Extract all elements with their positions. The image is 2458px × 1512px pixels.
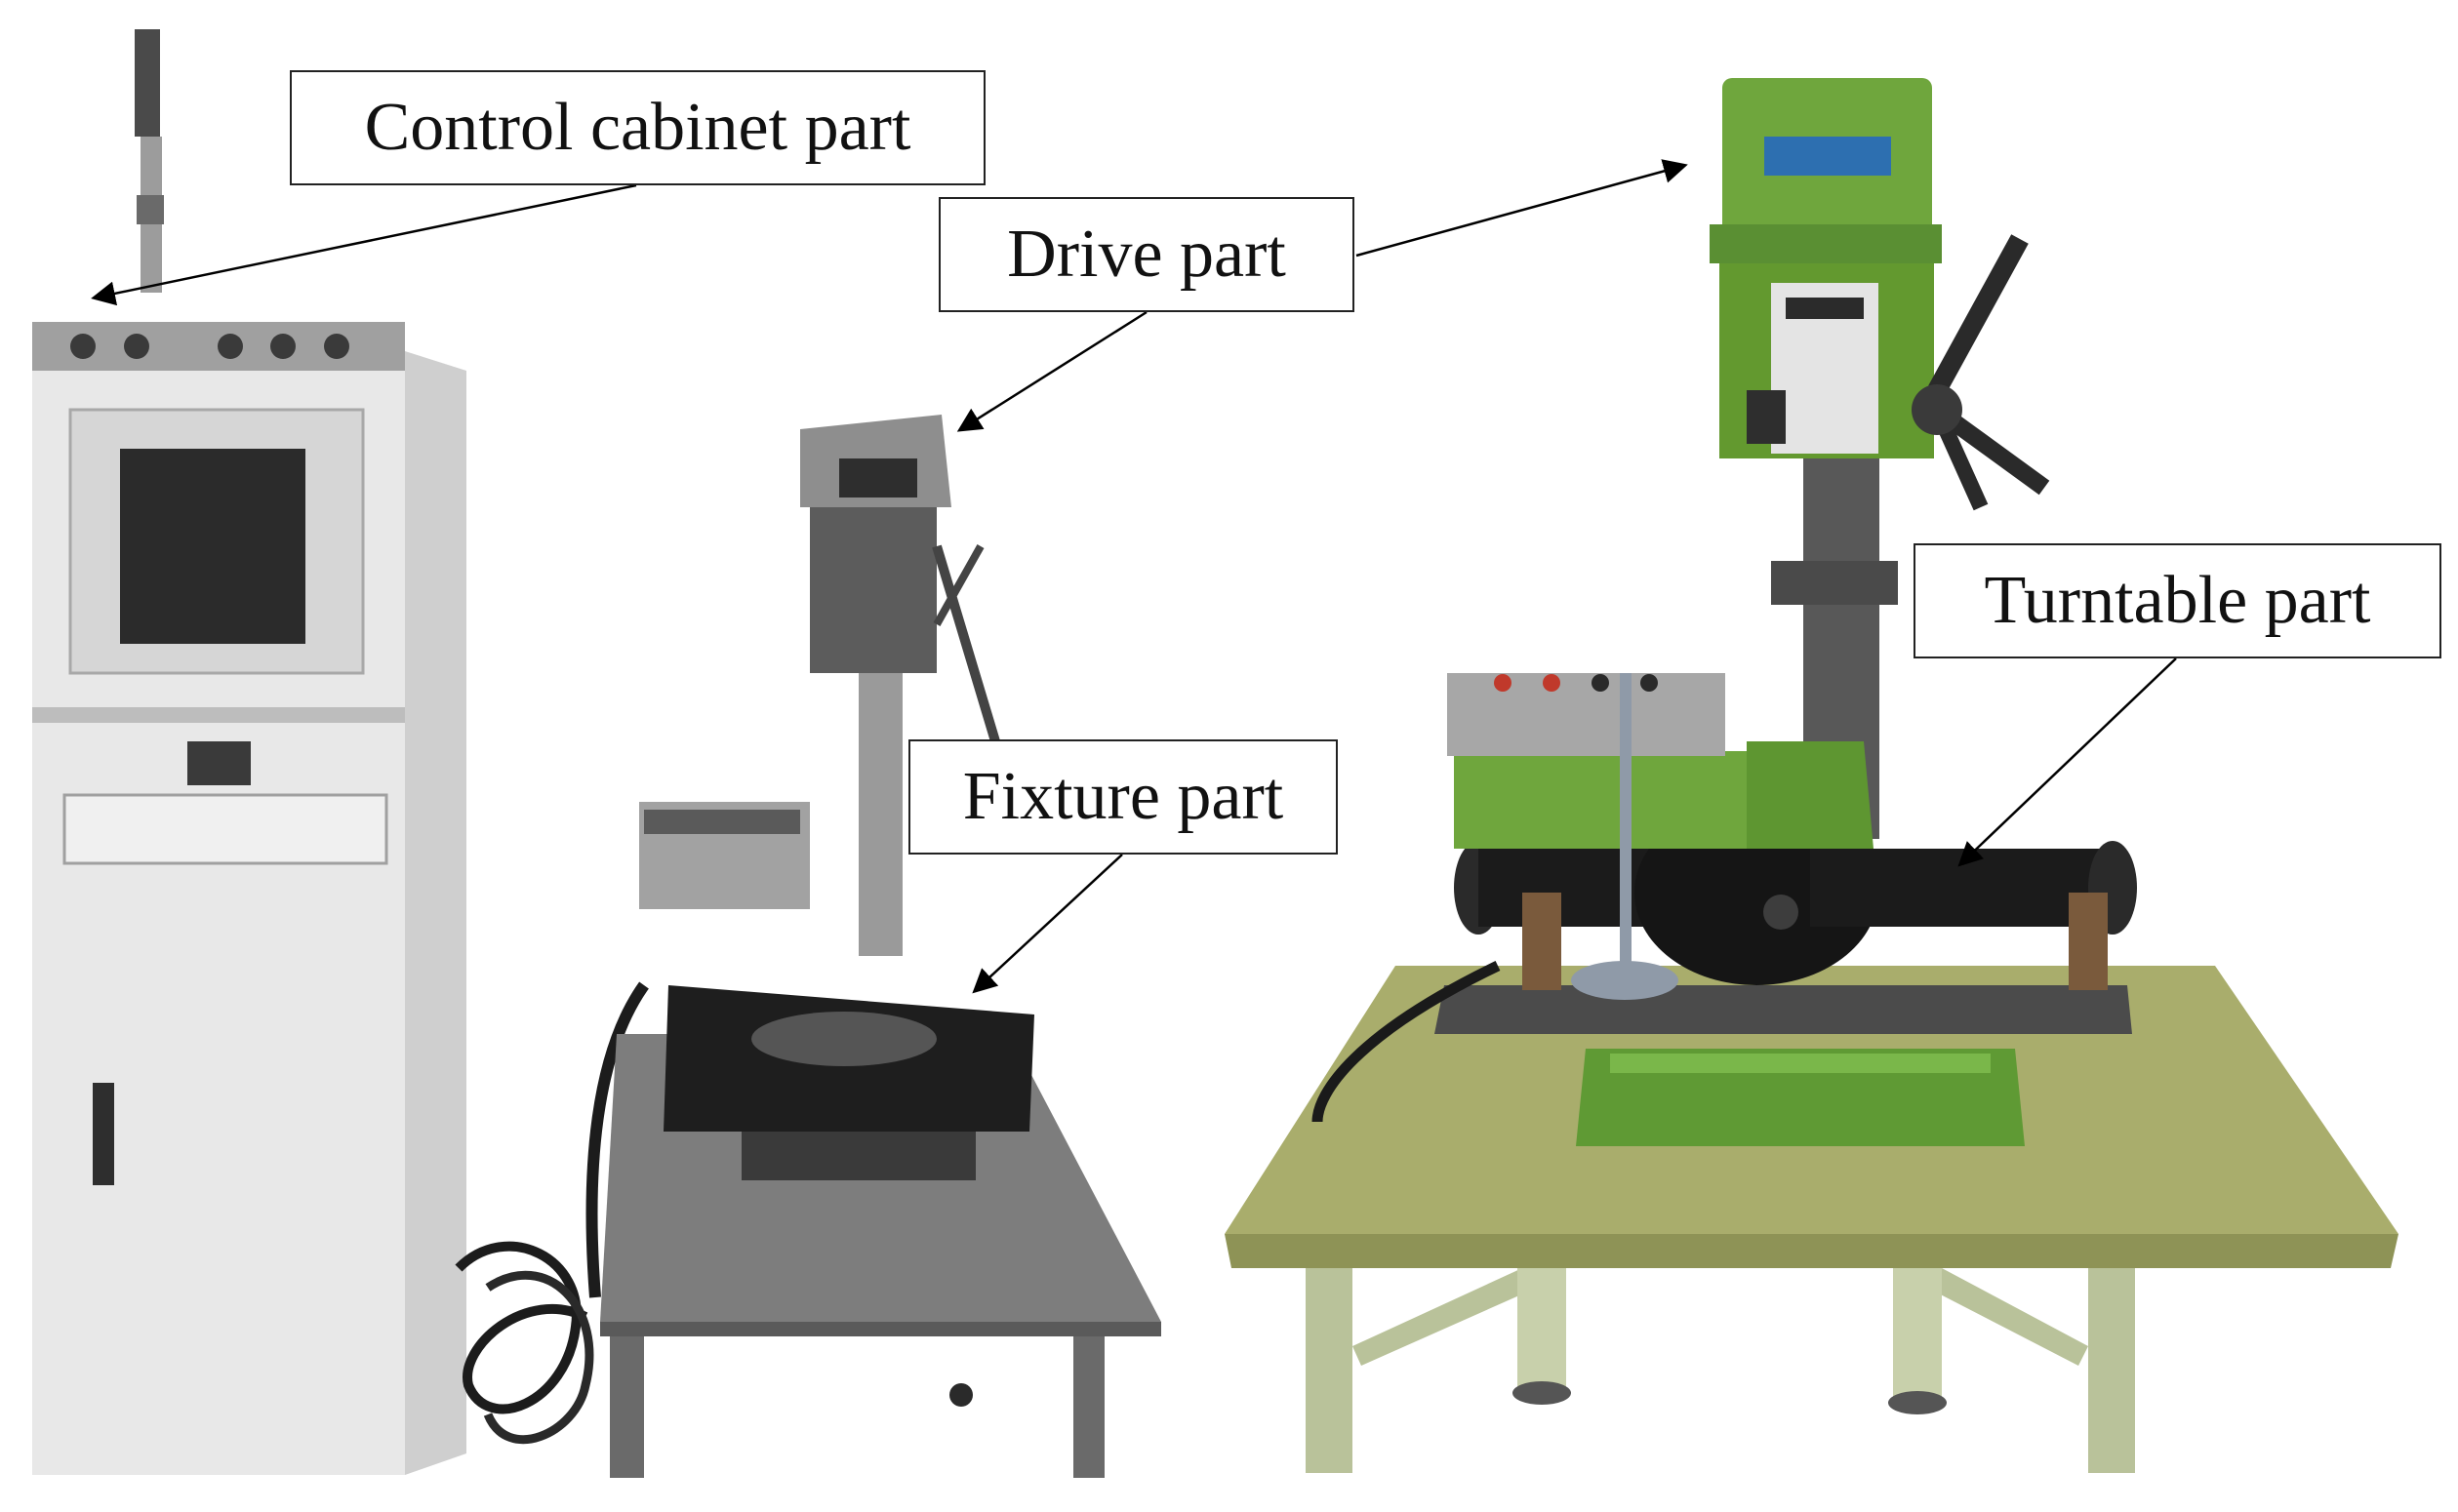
left-drill-press bbox=[639, 415, 1000, 956]
left-fixture bbox=[664, 985, 1034, 1180]
arrow-drive-right bbox=[1355, 159, 1688, 258]
label-turntable-part: Turntable part bbox=[1914, 543, 2441, 658]
label-control-cabinet-part: Control cabinet part bbox=[290, 70, 986, 185]
arrow-drive-left bbox=[956, 310, 1148, 432]
control-cabinet bbox=[32, 322, 466, 1475]
arrow-turntable bbox=[1957, 657, 2177, 867]
right-photo bbox=[1225, 78, 2398, 1473]
turntable-plate bbox=[1434, 985, 2132, 1034]
cables bbox=[455, 981, 649, 1445]
label-fixture-part: Fixture part bbox=[908, 739, 1338, 855]
arrow-control-cabinet bbox=[91, 183, 637, 306]
green-drill-press bbox=[1447, 78, 2050, 1000]
olive-table bbox=[1225, 966, 2398, 1473]
arrow-fixture bbox=[972, 854, 1123, 994]
label-drive-part: Drive part bbox=[939, 197, 1354, 312]
right-cables bbox=[1311, 961, 1501, 1123]
green-base bbox=[1576, 1049, 2025, 1146]
left-photo bbox=[32, 29, 1161, 1478]
signal-tower bbox=[135, 29, 164, 293]
arrows bbox=[91, 159, 2177, 994]
